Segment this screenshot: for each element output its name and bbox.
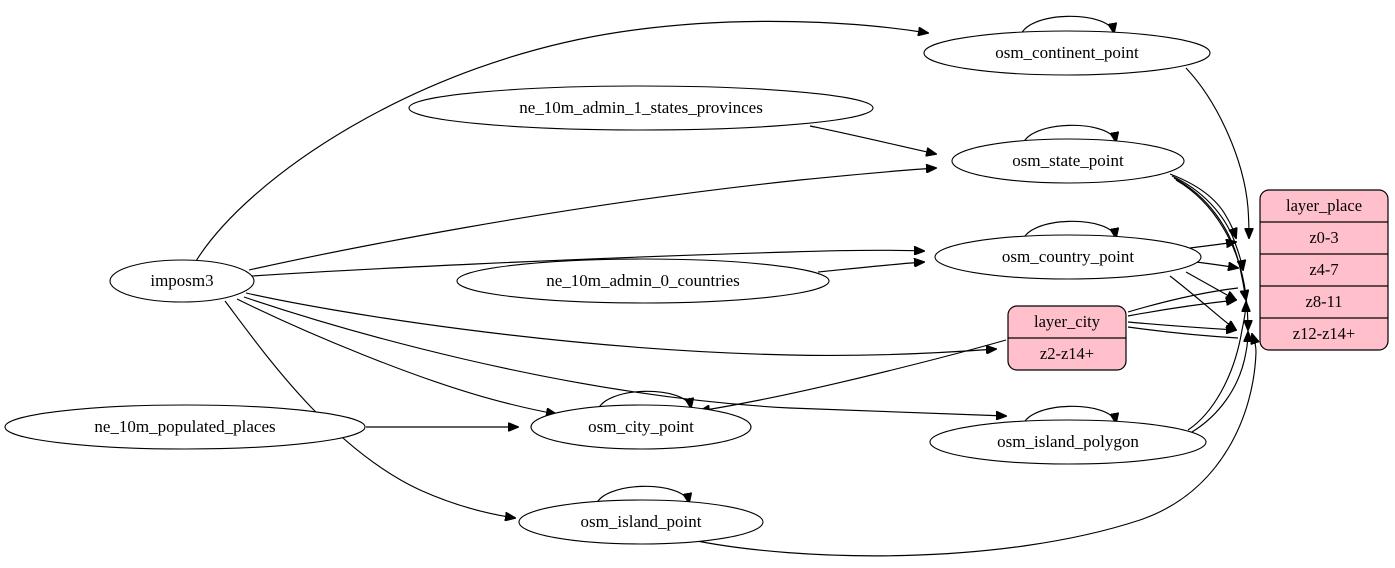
layer-place-row-z12-z14[interactable]: z12-z14+ — [1293, 324, 1355, 343]
edge-imposm3-to-layer-city — [245, 292, 996, 357]
edge-self-osm-island-point — [594, 485, 689, 509]
layer-place-row-z0-3[interactable]: z0-3 — [1309, 228, 1338, 247]
node-osm-state-point[interactable]: osm_state_point — [951, 138, 1185, 184]
node-label-osm-island-point: osm_island_point — [581, 512, 702, 531]
node-label-osm-island-polygon: osm_island_polygon — [997, 432, 1139, 451]
edge-group — [195, 15, 1256, 557]
edge-osm-island-point-to-layer-place-z12-z14 — [691, 334, 1256, 557]
node-label-osm-city-point: osm_city_point — [588, 417, 694, 436]
edge-ne-countries-to-osm-country-point — [817, 262, 924, 273]
edge-layer-city-extra-a — [1127, 287, 1239, 313]
edge-osm-island-polygon-to-layer-place-z12-z14 — [1191, 332, 1248, 433]
node-ne-10m-populated-places[interactable]: ne_10m_populated_places — [4, 404, 366, 450]
edge-self-osm-state-point — [1021, 124, 1116, 148]
node-label-ne-places: ne_10m_populated_places — [94, 417, 275, 436]
layer-place-row-z4-7[interactable]: z4-7 — [1309, 260, 1338, 279]
layer-city-title: layer_city — [1034, 312, 1101, 331]
edge-osm-state-point-to-layer-place-z0-3 — [1169, 173, 1236, 238]
node-label-osm-country-point: osm_country_point — [1002, 247, 1134, 266]
node-osm-country-point[interactable]: osm_country_point — [934, 234, 1202, 280]
edge-osm-country-point-to-layer-place-z12-z14 — [1169, 275, 1236, 330]
edge-layer-city-to-layer-place-z12-z14 — [1127, 321, 1236, 330]
node-layer-place[interactable]: layer_place z0-3 z4-7 z8-11 z12-z14+ — [1259, 189, 1389, 351]
node-label-osm-continent-point: osm_continent_point — [995, 43, 1139, 62]
edge-ne-states-to-osm-state-point — [809, 125, 936, 154]
edge-imposm3-to-osm-island-point — [224, 300, 515, 518]
layer-place-title: layer_place — [1286, 196, 1362, 215]
node-label-osm-state-point: osm_state_point — [1012, 151, 1124, 170]
edge-layer-city-extra-b — [1127, 326, 1239, 339]
edge-layer-city-to-layer-place-z8-11 — [1127, 300, 1236, 317]
node-osm-island-polygon[interactable]: osm_island_polygon — [929, 419, 1207, 465]
layer-place-row-z8-11[interactable]: z8-11 — [1306, 292, 1343, 311]
edge-self-osm-country-point — [1021, 220, 1116, 244]
node-layer-city[interactable]: layer_city z2-z14+ — [1007, 305, 1127, 371]
node-ne-10m-admin-0-countries[interactable]: ne_10m_admin_0_countries — [456, 258, 830, 304]
edge-layer-city-to-osm-city-point — [700, 339, 1007, 411]
edge-imposm3-to-osm-continent-point — [195, 20, 928, 262]
edge-osm-state-point-to-layer-place-z12-z14 — [1175, 179, 1248, 330]
node-label-imposm3: imposm3 — [150, 271, 213, 290]
edge-imposm3-to-osm-state-point — [248, 168, 936, 271]
edge-osm-continent-point-to-layer-place-z0-3 — [1185, 67, 1249, 238]
edge-osm-country-point-to-layer-place-z4-7 — [1195, 261, 1238, 268]
node-ne-10m-admin-1-states-provinces[interactable]: ne_10m_admin_1_states_provinces — [408, 85, 874, 131]
layer-city-row-z2-z14[interactable]: z2-z14+ — [1040, 344, 1094, 363]
node-osm-island-point[interactable]: osm_island_point — [518, 499, 764, 545]
node-label-ne-countries: ne_10m_admin_0_countries — [546, 271, 740, 290]
edge-osm-island-polygon-to-layer-place-z8-11 — [1187, 302, 1246, 431]
node-group: imposm3 ne_10m_admin_1_states_provinces … — [4, 30, 1389, 545]
edge-osm-country-point-to-layer-place-z0-3 — [1189, 242, 1236, 249]
node-label-ne-states: ne_10m_admin_1_states_provinces — [519, 98, 763, 117]
node-osm-city-point[interactable]: osm_city_point — [530, 404, 752, 450]
edge-imposm3-to-osm-country-point — [251, 250, 924, 277]
node-imposm3[interactable]: imposm3 — [109, 259, 255, 303]
edge-self-osm-city-point — [596, 390, 691, 414]
edge-self-osm-island-polygon — [1021, 405, 1116, 429]
edge-imposm3-to-osm-city-point — [236, 298, 556, 414]
node-osm-continent-point[interactable]: osm_continent_point — [923, 30, 1211, 76]
edge-imposm3-to-osm-island-polygon — [243, 296, 1006, 416]
edge-self-osm-continent-point — [1019, 15, 1114, 39]
